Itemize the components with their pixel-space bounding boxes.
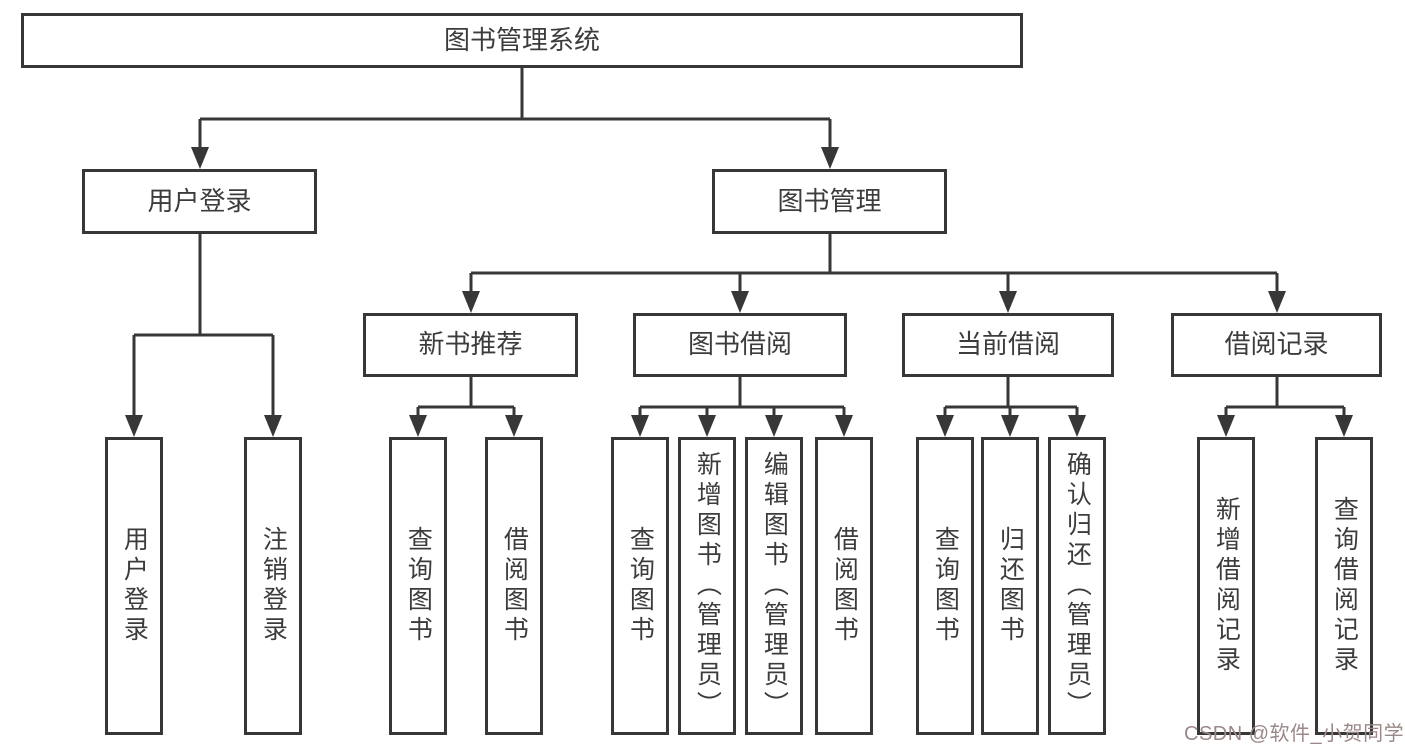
node-label: 用户登录 [147,185,252,216]
node-user-login: 用户登录 [82,169,317,234]
leaf-return-books: 归还图书 [981,437,1039,735]
node-label: 图书借阅 [687,329,792,360]
node-label: 借阅图书 [500,526,529,646]
leaf-add-borrow-record: 新增借阅记录 [1197,437,1255,735]
node-label: 新书推荐 [418,329,523,360]
node-label: 查询借阅记录 [1330,496,1359,676]
connector-new-book-recommend-to-leaves [409,377,523,437]
leaf-logout: 注销登录 [244,437,302,735]
leaf-query-books-borrow: 查询图书 [611,437,669,735]
node-label: 新增借阅记录 [1212,496,1241,676]
leaf-user-login: 用户登录 [105,437,163,735]
node-book-management: 图书管理 [712,169,947,234]
connector-root-to-level1 [191,68,839,169]
node-label: 查询图书 [404,526,433,646]
watermark: CSDN @软件_小贺同学 [1184,723,1405,745]
node-label: 图书管理系统 [443,24,600,55]
leaf-query-books-current: 查询图书 [916,437,974,735]
node-library-management-system: 图书管理系统 [21,13,1023,68]
node-borrow-records: 借阅记录 [1171,313,1382,377]
node-label: 确认归还（管理员） [1063,451,1092,721]
leaf-borrow-books: 借阅图书 [815,437,873,735]
node-label: 借阅记录 [1224,329,1329,360]
node-label: 当前借阅 [955,329,1060,360]
leaf-add-books-admin: 新增图书（管理员） [678,437,736,735]
connector-borrow-records-to-leaves [1217,377,1353,437]
node-new-book-recommend: 新书推荐 [363,313,578,377]
node-label: 新增图书（管理员） [693,451,722,721]
node-label: 注销登录 [259,526,288,646]
connector-user-login-to-children [125,234,282,437]
leaf-edit-books-admin: 编辑图书（管理员） [745,437,803,735]
node-label: 编辑图书（管理员） [760,451,789,721]
node-current-borrow: 当前借阅 [902,313,1114,377]
leaf-query-borrow-record: 查询借阅记录 [1315,437,1373,735]
node-label: 图书管理 [777,185,882,216]
connector-book-borrow-to-leaves [631,377,853,437]
node-label: 用户登录 [120,526,149,646]
connector-current-borrow-to-leaves [936,377,1086,437]
node-label: 归还图书 [996,526,1025,646]
node-book-borrow: 图书借阅 [633,313,847,377]
node-label: 查询图书 [626,526,655,646]
node-label: 查询图书 [931,526,960,646]
leaf-query-books-recommend: 查询图书 [389,437,447,735]
leaf-confirm-return-admin: 确认归还（管理员） [1048,437,1106,735]
connector-book-management-to-level2 [462,234,1286,313]
node-label: 借阅图书 [830,526,859,646]
leaf-borrow-books-recommend: 借阅图书 [485,437,543,735]
